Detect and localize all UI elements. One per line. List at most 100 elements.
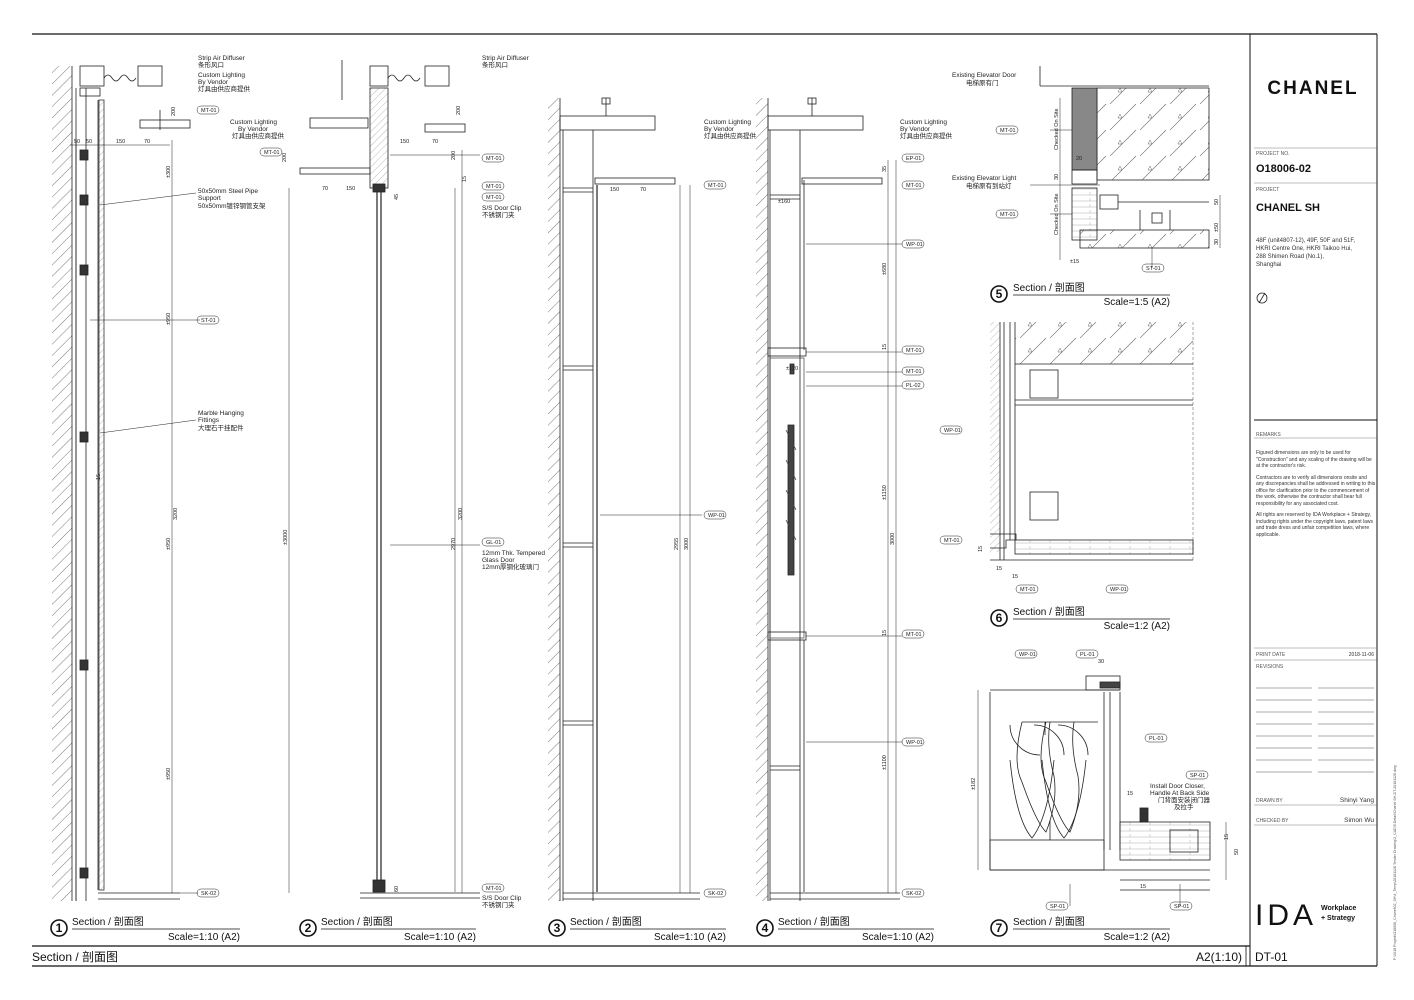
svg-text:Glass Door: Glass Door <box>482 557 515 564</box>
svg-text:+ Strategy: + Strategy <box>1321 915 1355 922</box>
svg-text:PL-02: PL-02 <box>906 383 921 389</box>
sheet-scale: A2(1:10) <box>1196 950 1242 964</box>
section-1-annotations: Strip Air Diffuser 条形风口 Custom Lighting … <box>74 55 266 898</box>
svg-text:±160: ±160 <box>778 199 790 205</box>
firm-logo: IDA Workplace + Strategy <box>1255 899 1356 932</box>
section-5-label: 5 Section / 剖面图 Scale=1:5 (A2) <box>990 281 1170 308</box>
svg-text:Scale=1:10 (A2): Scale=1:10 (A2) <box>168 932 240 943</box>
note-ss-clip-bottom: S/S Door Clip <box>482 895 522 902</box>
title-block: CHANEL PROJECT NO. O18006-02 PROJECT CHA… <box>1254 78 1397 960</box>
svg-text:15: 15 <box>996 566 1002 572</box>
svg-text:2970: 2970 <box>451 538 457 550</box>
drawing-number: DT-01 <box>1255 950 1288 964</box>
svg-text:Section / 剖面图: Section / 剖面图 <box>570 915 642 928</box>
svg-text:200: 200 <box>171 107 177 116</box>
svg-text:3200: 3200 <box>458 508 464 520</box>
svg-text:Handle At Back Side: Handle At Back Side <box>1150 790 1210 797</box>
svg-text:±1100: ±1100 <box>882 755 888 770</box>
svg-text:Scale=1:5 (A2): Scale=1:5 (A2) <box>1104 297 1170 308</box>
svg-text:200: 200 <box>456 106 462 115</box>
svg-text:30: 30 <box>1054 174 1060 180</box>
file-path: F:\2018 Project\O18006_Chanel\02_SH\4_Te… <box>1393 765 1397 960</box>
svg-text:50x50mm镀锌钢管支架: 50x50mm镀锌钢管支架 <box>198 201 266 210</box>
section-7-drawing <box>977 675 1227 906</box>
svg-text:Section / 剖面图: Section / 剖面图 <box>1013 281 1085 294</box>
section-4-drawing <box>756 97 902 901</box>
svg-text:MT-01: MT-01 <box>201 108 217 114</box>
svg-text:不锈钢门夹: 不锈钢门夹 <box>482 900 515 909</box>
section-3-annotations: Custom Lighting By Vendor 灯具由供应商提供 MT-01… <box>610 119 757 898</box>
note-elevator-door: Existing Elevator Door <box>952 72 1017 79</box>
svg-text:MT-01: MT-01 <box>486 156 502 162</box>
svg-text:15: 15 <box>1224 834 1230 840</box>
svg-text:灯具由供应商提供: 灯具由供应商提供 <box>198 84 251 93</box>
svg-text:20: 20 <box>1076 156 1082 162</box>
svg-text:Workplace: Workplace <box>1321 905 1356 912</box>
svg-text:48F (unit4807-12), 49F, 50F an: 48F (unit4807-12), 49F, 50F and 51F, <box>1256 238 1355 244</box>
svg-text:PRINT DATE: PRINT DATE <box>1256 652 1286 658</box>
remarks-text: Figured dimensions are only to be used f… <box>1256 450 1376 538</box>
svg-text:50: 50 <box>86 139 92 145</box>
svg-text:±15: ±15 <box>1070 259 1079 265</box>
svg-text:Scale=1:2 (A2): Scale=1:2 (A2) <box>1104 621 1170 632</box>
svg-text:70: 70 <box>322 186 328 192</box>
svg-text:PL-01: PL-01 <box>1149 736 1164 742</box>
svg-text:GL-01: GL-01 <box>486 540 501 546</box>
section-4-label: 4 Section / 剖面图 Scale=1:10 (A2) <box>756 915 934 943</box>
svg-text:REMARKS: REMARKS <box>1256 432 1281 438</box>
svg-text:Section / 剖面图: Section / 剖面图 <box>778 915 850 928</box>
svg-text:SK-02: SK-02 <box>201 891 216 897</box>
remark-2: Contractors are to verify all dimensions… <box>1256 474 1376 507</box>
svg-text:WP-01: WP-01 <box>944 428 961 434</box>
svg-text:SP-01: SP-01 <box>1050 904 1065 910</box>
svg-text:电梯原有门: 电梯原有门 <box>966 78 999 87</box>
svg-text:2: 2 <box>305 921 312 935</box>
svg-text:15: 15 <box>882 344 888 350</box>
svg-text:±3000: ±3000 <box>283 530 289 545</box>
section-2-annotations: Strip Air Diffuser 条形风口 Custom Lighting … <box>230 55 545 909</box>
svg-text:Scale=1:10 (A2): Scale=1:10 (A2) <box>862 932 934 943</box>
svg-text:ST-01: ST-01 <box>201 318 216 324</box>
note-custom-light-4: Custom Lighting <box>900 119 947 126</box>
svg-text:30: 30 <box>1214 239 1220 245</box>
svg-text:CHECKED BY: CHECKED BY <box>1256 818 1289 824</box>
note-door-closer: Install Door Closer, <box>1150 783 1205 790</box>
svg-text:±120: ±120 <box>786 366 798 372</box>
svg-text:200: 200 <box>282 153 288 162</box>
sheet-title-strip: Section / 剖面图 A2(1:10) DT-01 <box>32 950 1288 964</box>
note-elevator-light: Existing Elevator Light <box>952 175 1017 182</box>
svg-text:SK-02: SK-02 <box>708 891 723 897</box>
north-arrow-icon <box>1256 292 1268 304</box>
svg-text:6: 6 <box>996 611 1003 625</box>
svg-text:±182: ±182 <box>971 778 977 790</box>
svg-text:±950: ±950 <box>166 313 172 325</box>
section-4-annotations: Custom Lighting By Vendor 灯具由供应商提供 EP-01… <box>778 119 953 898</box>
svg-text:70: 70 <box>144 139 150 145</box>
svg-text:150: 150 <box>346 186 355 192</box>
section-1-drawing <box>52 65 200 901</box>
svg-text:Checked On Site: Checked On Site <box>1054 108 1060 150</box>
svg-text:15: 15 <box>96 474 102 480</box>
drawn-by: Shinyi Yang <box>1340 797 1374 804</box>
section-labels: 1 Section / 剖面图 Scale=1:10 (A2) 2 Sectio… <box>50 281 1170 943</box>
svg-text:3000: 3000 <box>890 533 896 545</box>
svg-text:Section / 剖面图: Section / 剖面图 <box>321 915 393 928</box>
svg-text:150: 150 <box>116 139 125 145</box>
svg-text:By Vendor: By Vendor <box>900 126 931 133</box>
svg-text:Section / 剖面图: Section / 剖面图 <box>1013 605 1085 618</box>
svg-text:WP-01: WP-01 <box>708 513 725 519</box>
svg-text:SP-01: SP-01 <box>1190 773 1205 779</box>
svg-text:MT-01: MT-01 <box>708 183 724 189</box>
svg-text:50: 50 <box>74 139 80 145</box>
svg-text:15: 15 <box>462 176 468 182</box>
svg-text:MT-01: MT-01 <box>944 538 960 544</box>
svg-text:±950: ±950 <box>166 768 172 780</box>
section-2-label: 2 Section / 剖面图 Scale=1:10 (A2) <box>299 915 476 943</box>
note-strip-air-1: Strip Air Diffuser <box>198 55 246 62</box>
svg-text:Checked On Site: Checked On Site <box>1054 193 1060 235</box>
note-marble: Marble Hanging <box>198 410 244 417</box>
section-7-label: 7 Section / 剖面图 Scale=1:2 (A2) <box>990 915 1170 943</box>
svg-text:60: 60 <box>394 886 400 892</box>
section-6-label: 6 Section / 剖面图 Scale=1:2 (A2) <box>990 605 1170 632</box>
svg-text:70: 70 <box>432 139 438 145</box>
